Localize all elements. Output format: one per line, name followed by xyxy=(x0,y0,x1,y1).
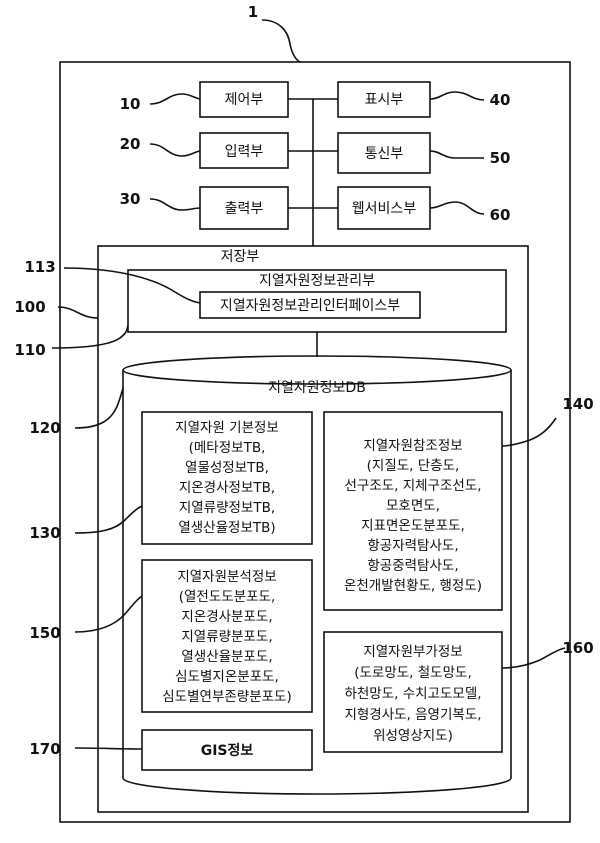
basic-info-line: 지온경사정보TB, xyxy=(179,480,275,496)
analysis-info-line: 심도별연부존량분포도) xyxy=(162,689,291,705)
reference-info-line: 모호면도, xyxy=(386,498,440,514)
leader-100 xyxy=(58,307,98,318)
leader-170 xyxy=(75,748,142,749)
web-service-unit-label: 웹서비스부 xyxy=(352,201,417,217)
figure-number-leader xyxy=(262,20,300,62)
control-unit-label: 제어부 xyxy=(225,92,264,108)
ref-170: 170 xyxy=(29,740,60,758)
analysis-info-line: 열생산율분포도, xyxy=(181,649,272,665)
ref-100: 100 xyxy=(14,298,45,316)
ref-113: 113 xyxy=(24,258,55,276)
manager-label: 지열자원정보관리부 xyxy=(259,273,375,289)
reference-info-line: 지열자원참조정보 xyxy=(363,438,462,454)
leader-140 xyxy=(502,418,556,446)
additional-info-line: 지형경사도, 음영기복도, xyxy=(344,707,481,723)
leader-120 xyxy=(75,388,123,428)
basic-info-line: 지열자원 기본정보 xyxy=(175,420,279,436)
reference-info-line: 항공중력탐사도, xyxy=(367,558,458,574)
analysis-info-line: (열전도도분포도, xyxy=(179,589,276,605)
leader-113 xyxy=(64,268,200,303)
reference-info-line: 온천개발현황도, 행정도) xyxy=(344,578,482,594)
additional-info-line: 하천망도, 수치고도모델, xyxy=(344,686,481,702)
ref-160: 160 xyxy=(562,639,593,657)
ref-40: 40 xyxy=(490,91,511,109)
input-unit-label: 입력부 xyxy=(225,144,264,160)
leader-30 xyxy=(150,199,200,210)
reference-info-line: 선구조도, 지체구조선도, xyxy=(344,478,481,494)
ref-140: 140 xyxy=(562,395,593,413)
reference-info-line: (지질도, 단층도, xyxy=(367,458,460,474)
leader-50 xyxy=(430,151,484,158)
leader-40 xyxy=(430,92,484,100)
ref-130: 130 xyxy=(29,524,60,542)
leader-20 xyxy=(150,144,200,156)
output-unit-label: 출력부 xyxy=(225,201,264,217)
ref-10: 10 xyxy=(120,95,141,113)
storage-unit-label: 저장부 xyxy=(221,249,260,265)
ref-50: 50 xyxy=(490,149,511,167)
communication-unit-label: 통신부 xyxy=(365,146,404,162)
basic-info-line: 열물성정보TB, xyxy=(185,460,269,476)
additional-info-line: 지열자원부가정보 xyxy=(363,644,462,660)
gis-info-label: GIS정보 xyxy=(201,742,254,759)
display-unit-label: 표시부 xyxy=(365,92,404,108)
leader-130 xyxy=(75,506,142,533)
reference-info-line: 항공자력탐사도, xyxy=(367,538,458,554)
interface-label: 지열자원정보관리인터페이스부 xyxy=(220,298,400,314)
database-label: 지열자원정보DB xyxy=(268,380,366,396)
basic-info-line: 열생산율정보TB) xyxy=(178,520,275,536)
ref-120: 120 xyxy=(29,419,60,437)
outer-system-frame xyxy=(60,62,570,822)
ref-30: 30 xyxy=(120,190,141,208)
basic-info-line: (메타정보TB, xyxy=(189,440,266,456)
basic-info-line: 지열류량정보TB, xyxy=(179,500,275,516)
additional-info-line: 위성영상지도) xyxy=(373,728,453,744)
leader-60 xyxy=(430,202,484,214)
analysis-info-line: 지열자원분석정보 xyxy=(177,569,276,585)
additional-info-line: (도로망도, 철도망도, xyxy=(354,665,472,681)
figure-number-label: 1 xyxy=(248,3,258,21)
ref-110: 110 xyxy=(14,341,45,359)
leader-10 xyxy=(150,94,200,104)
analysis-info-line: 지온경사분포도, xyxy=(181,609,272,625)
analysis-info-line: 심도별지온분포도, xyxy=(175,669,279,685)
ref-20: 20 xyxy=(120,135,141,153)
analysis-info-line: 지열류량분포도, xyxy=(181,629,272,645)
ref-150: 150 xyxy=(29,624,60,642)
ref-60: 60 xyxy=(490,206,511,224)
reference-info-line: 지표면온도분포도, xyxy=(361,518,465,534)
leader-150 xyxy=(75,596,142,632)
leader-110 xyxy=(52,325,128,348)
